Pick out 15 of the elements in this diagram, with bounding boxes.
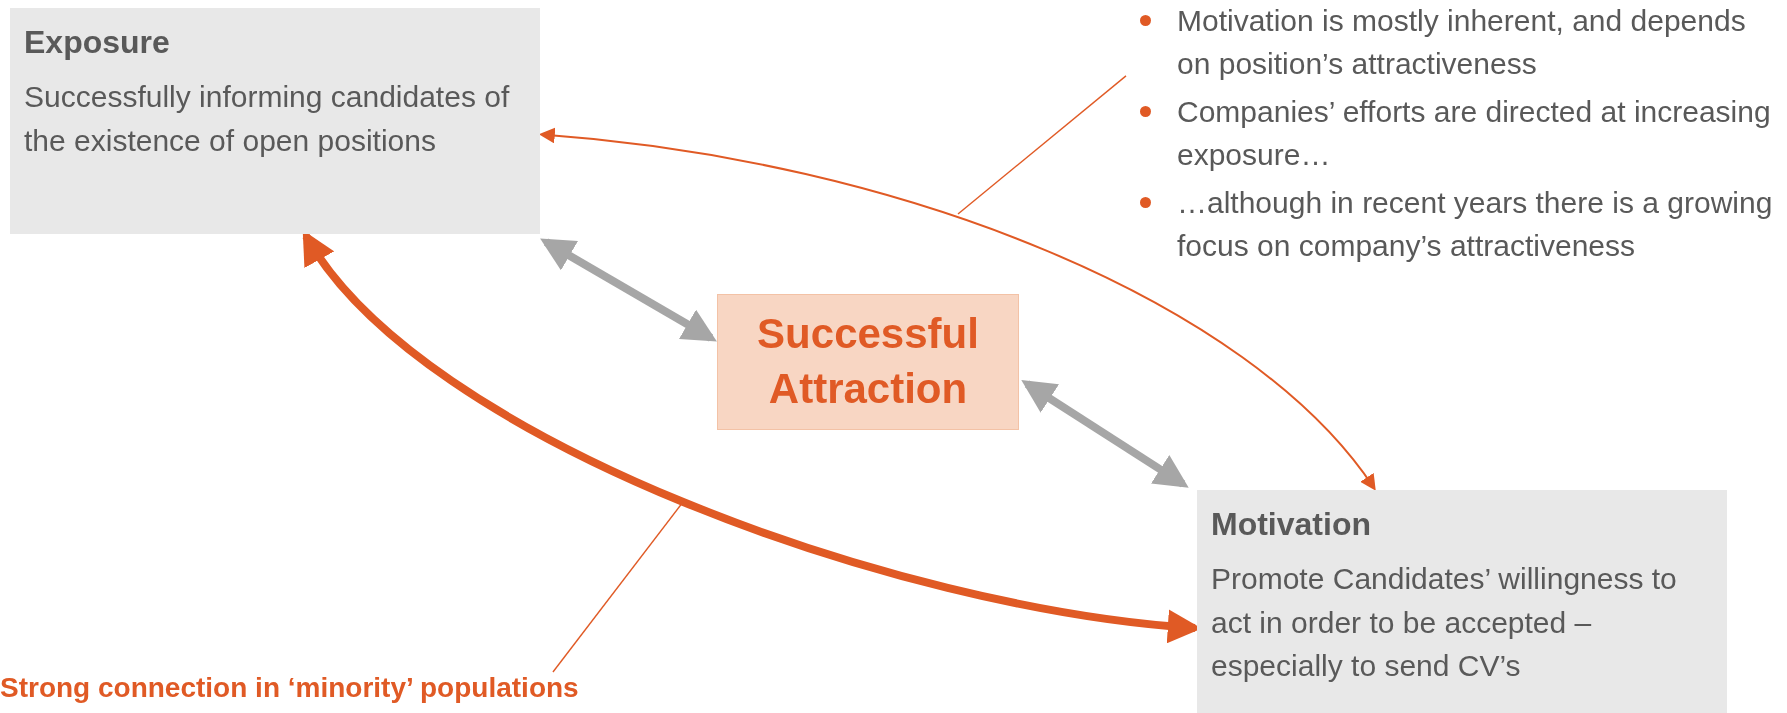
- arrow: [540, 238, 717, 342]
- highlight-box: [717, 294, 1019, 430]
- bullet-text: Companies’ efforts are directed at increasing exposure…: [1177, 94, 1772, 173]
- note-text: Strong connection in ‘minority’ populations: [0, 672, 579, 703]
- box-heading: Motivation: [1211, 506, 1372, 543]
- bullet-text: …although in recent years there is a growing focus on company’s attractiveness: [1177, 185, 1774, 264]
- process-box: [10, 8, 540, 234]
- arrow: [1021, 380, 1189, 488]
- box-title: Successful Attraction: [756, 309, 980, 414]
- bullet-text: Motivation is mostly inherent, and depends on position’s attractiveness: [1177, 3, 1747, 82]
- box-text: Promote Candidates’ willingness to act in order to be accepted – especially to send CV’s: [1211, 561, 1678, 684]
- process-box: [1197, 490, 1727, 713]
- leader-line: [957, 75, 1127, 215]
- box-text: Successfully informing candidates of the existence of open positions: [24, 79, 511, 159]
- box-heading: Exposure: [24, 24, 171, 61]
